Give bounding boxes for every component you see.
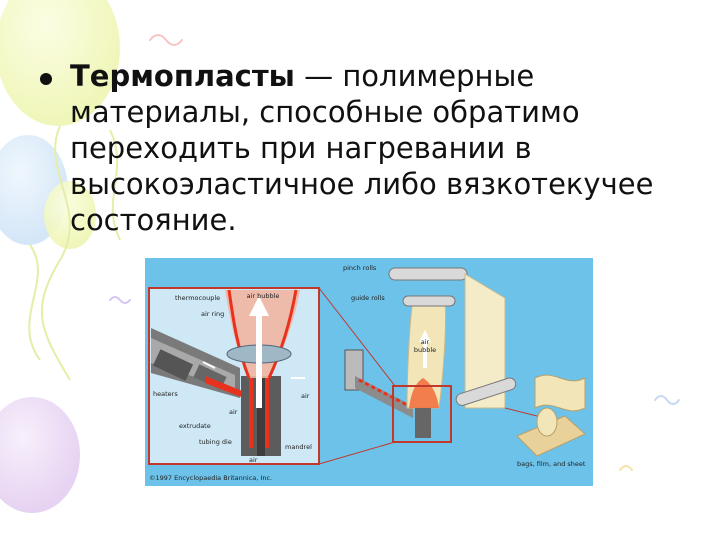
bullet-text: Термопласты — полимерные материалы, спос… xyxy=(70,58,680,238)
output-products xyxy=(516,374,586,457)
label-mandrel: mandrel xyxy=(285,443,312,451)
extruder-screw xyxy=(344,349,413,418)
diagram-labels: thermocouple air bubble air ring heaters… xyxy=(149,264,586,482)
balloon-yellow-top xyxy=(0,0,120,126)
balloon-strings xyxy=(28,125,121,381)
die-detail-inset xyxy=(148,287,320,465)
balloon-purple-bottom xyxy=(0,397,80,513)
label-air-bubble-top: air bubble xyxy=(247,292,280,300)
label-air-ring: air ring xyxy=(201,310,224,318)
term-bold: Термопласты xyxy=(70,59,295,93)
label-copyright: ©1997 Encyclopaedia Britannica, Inc. xyxy=(149,474,272,482)
label-thermocouple: thermocouple xyxy=(175,294,220,302)
label-guide-rolls: guide rolls xyxy=(351,294,385,302)
label-bags-film-sheet: bags, film, and sheet xyxy=(517,460,586,468)
pinch-rolls xyxy=(388,267,468,281)
label-pinch-rolls: pinch rolls xyxy=(343,264,377,272)
guide-rolls xyxy=(402,295,456,307)
label-air-left: air xyxy=(229,408,238,416)
blown-film-extrusion-diagram: thermocouple air bubble air ring heaters… xyxy=(145,258,593,486)
label-air-right: air xyxy=(301,392,310,400)
inset-connectors xyxy=(318,287,396,465)
film-tower xyxy=(388,267,546,443)
label-heaters: heaters xyxy=(153,390,178,398)
label-air-bubble-right-2: bubble xyxy=(414,346,436,354)
confetti-swirls xyxy=(109,34,680,471)
label-tubing-die: tubing die xyxy=(199,438,232,446)
term-definition: — полимерные материалы, способные обрати… xyxy=(70,59,654,237)
bullet-dot xyxy=(40,73,52,85)
label-air-bubble-right-1: air xyxy=(421,338,430,346)
bullet-point: Термопласты — полимерные материалы, спос… xyxy=(40,58,680,238)
label-extrudate: extrudate xyxy=(179,422,211,430)
label-air-bottom: air xyxy=(249,456,258,464)
